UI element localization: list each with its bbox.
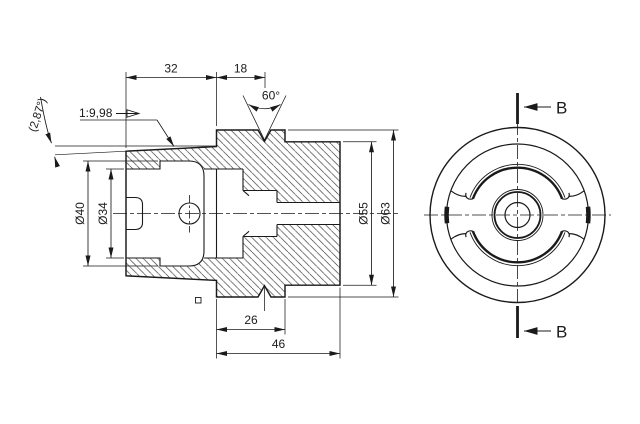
groove-hooks (465, 192, 570, 238)
dia-55-label: Ø55 (357, 202, 371, 225)
section-label-top: B (556, 99, 567, 118)
front-view (424, 121, 611, 310)
angle-60-label: 60° (262, 89, 280, 103)
dia-34-label: Ø34 (96, 202, 110, 225)
dimensions (40, 72, 399, 359)
section-markers (516, 93, 551, 338)
section-label-bottom: B (556, 323, 567, 342)
detail-square (195, 297, 202, 304)
section-view: 32 18 60° 1:9,98 (2,87°) Ø40 Ø34 Ø55 Ø63… (27, 62, 399, 359)
dim-26-label: 26 (244, 313, 258, 327)
part-outline (125, 129, 341, 298)
taper-angle-label: (2,87°) (27, 97, 49, 134)
dia-40-label: Ø40 (73, 202, 87, 225)
centerlines (113, 195, 399, 311)
taper-ratio-label: 1:9,98 (79, 106, 113, 120)
dim-18-label: 18 (234, 62, 248, 76)
dim-46-label: 46 (272, 337, 286, 351)
dim-32-label: 32 (164, 62, 178, 76)
dia-63-label: Ø63 (379, 202, 393, 225)
